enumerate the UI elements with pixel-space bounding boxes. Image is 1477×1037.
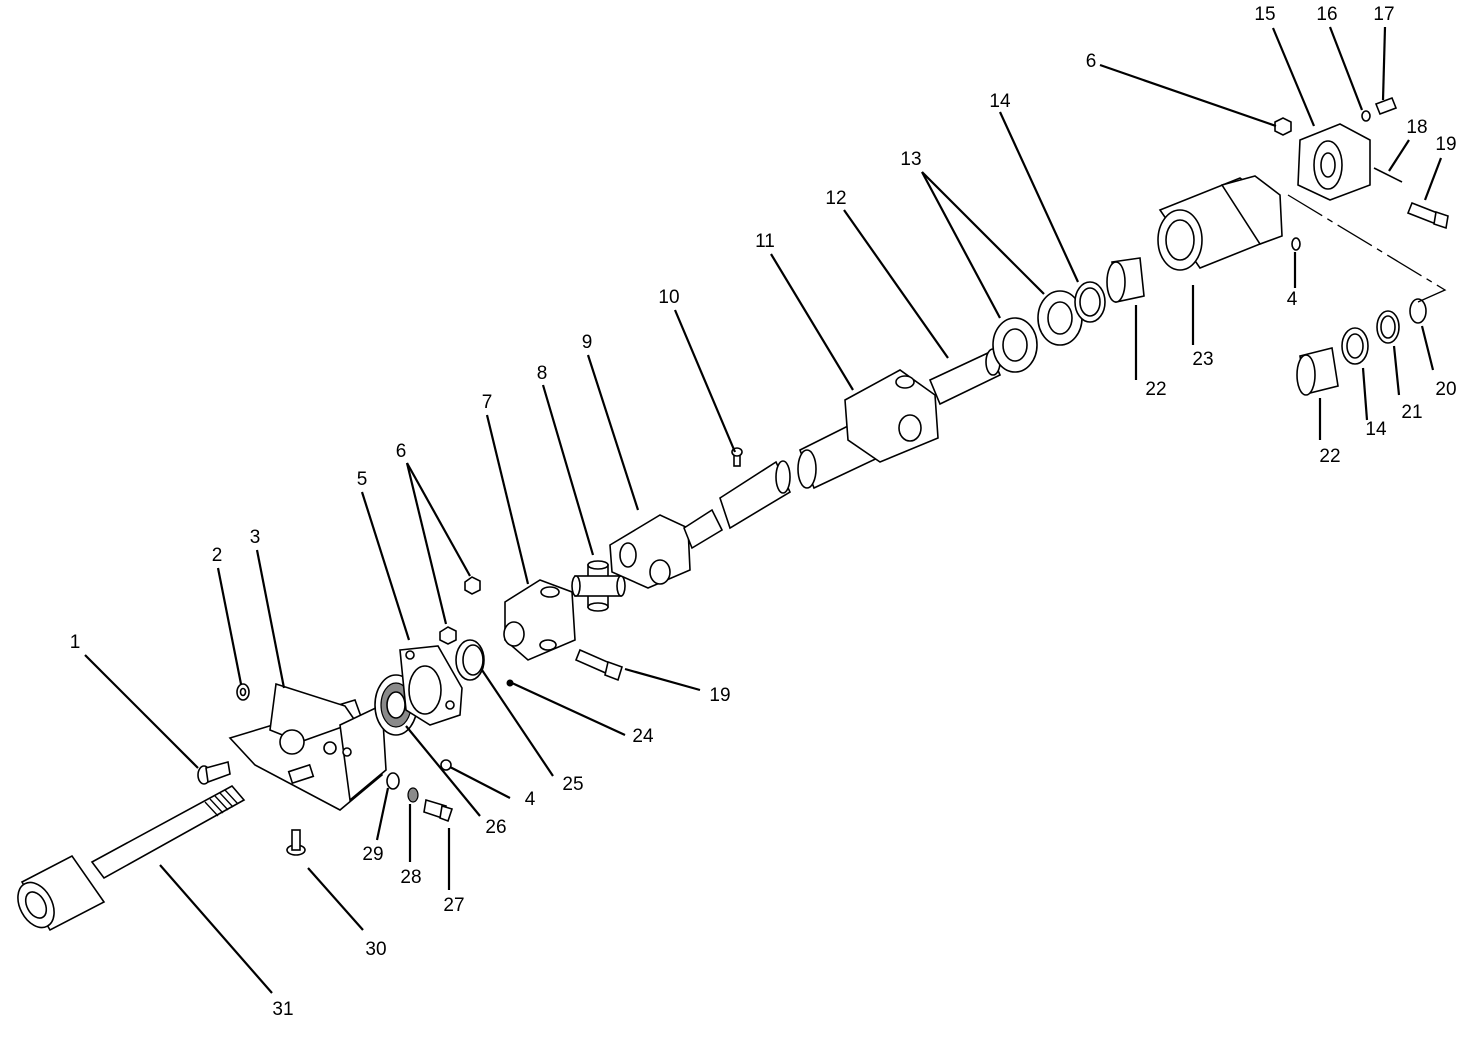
part-18-pin — [1373, 167, 1403, 183]
part-6-nut-a — [439, 626, 457, 645]
part-15-flange — [1297, 123, 1371, 201]
callout-26: 26 — [485, 817, 506, 838]
callout-15: 15 — [1254, 4, 1275, 25]
part-16-washer — [1361, 110, 1371, 122]
callout-25: 25 — [562, 774, 583, 795]
callout-3: 3 — [250, 527, 261, 548]
callout-21: 21 — [1401, 402, 1422, 423]
callout-13: 13 — [900, 149, 921, 170]
callout-18: 18 — [1406, 117, 1427, 138]
part-5-flange-housing — [399, 645, 463, 726]
part-20-ring — [1409, 298, 1427, 324]
part-22-bushing-b — [1296, 347, 1339, 396]
callout-2: 2 — [212, 545, 223, 566]
part-25-ring — [455, 639, 485, 681]
part-7-clamp-yoke — [503, 579, 576, 661]
callout-31: 31 — [272, 999, 293, 1020]
part-8-u-joint-cross — [571, 560, 626, 612]
callout-6-lower: 6 — [396, 441, 407, 462]
part-14-washer-a — [1074, 281, 1106, 323]
callout-7: 7 — [482, 392, 493, 413]
callout-8: 8 — [537, 363, 548, 384]
callout-22-upper: 22 — [1145, 379, 1166, 400]
part-23-housing — [1157, 175, 1301, 271]
part-19-bolt-a — [1406, 201, 1449, 230]
callout-4-upper: 4 — [1287, 289, 1298, 310]
part-28-lockwasher — [407, 787, 419, 803]
callout-20: 20 — [1435, 379, 1456, 400]
part-6-nut-c — [1274, 117, 1292, 136]
callout-19-upper: 19 — [1435, 134, 1456, 155]
callout-12: 12 — [825, 188, 846, 209]
part-31-input-shaft — [17, 784, 246, 932]
callout-11: 11 — [755, 231, 775, 252]
part-19-bolt-b — [574, 648, 623, 682]
callout-27: 27 — [443, 895, 464, 916]
callout-23: 23 — [1192, 349, 1213, 370]
part-13-seal-a — [992, 317, 1038, 373]
leader-lines — [84, 26, 1447, 994]
part-29-washer — [386, 772, 400, 790]
part-22-bushing-a — [1106, 257, 1145, 303]
part-21-snap-ring — [1376, 310, 1400, 344]
part-10-inner-tube — [719, 447, 792, 530]
part-9-yoke — [609, 508, 724, 589]
callout-30: 30 — [365, 939, 386, 960]
part-27-bolt — [423, 798, 454, 823]
callout-28: 28 — [400, 867, 421, 888]
callout-19-lower: 19 — [709, 685, 730, 706]
part-13-seal-b — [1037, 290, 1083, 346]
part-3-bracket — [228, 682, 387, 811]
part-4-screw-a — [440, 759, 452, 771]
callout-5: 5 — [357, 469, 368, 490]
part-14-washer-b — [1341, 327, 1369, 365]
callout-22-lower: 22 — [1319, 446, 1340, 467]
callout-14-upper: 14 — [989, 91, 1011, 112]
callout-9: 9 — [582, 332, 593, 353]
callout-17: 17 — [1373, 4, 1394, 25]
callout-10: 10 — [658, 287, 679, 308]
callout-14-lower: 14 — [1365, 419, 1387, 440]
part-17-bolt — [1374, 96, 1398, 116]
callout-4-lower: 4 — [525, 789, 536, 810]
callout-24: 24 — [632, 726, 654, 747]
part-30-bolt — [286, 829, 306, 856]
callout-6-upper: 6 — [1086, 51, 1097, 72]
callout-29: 29 — [362, 844, 383, 865]
part-6-nut-b — [464, 576, 481, 595]
callout-16: 16 — [1316, 4, 1337, 25]
callout-1: 1 — [70, 632, 81, 653]
part-12-yoke-assembly — [844, 348, 1002, 463]
part-1-carriage-bolt — [197, 760, 231, 785]
part-2-washer — [236, 683, 250, 701]
callout-labels: 1 2 3 4 4 5 6 6 7 8 9 10 11 12 13 14 14 … — [70, 4, 1457, 1020]
